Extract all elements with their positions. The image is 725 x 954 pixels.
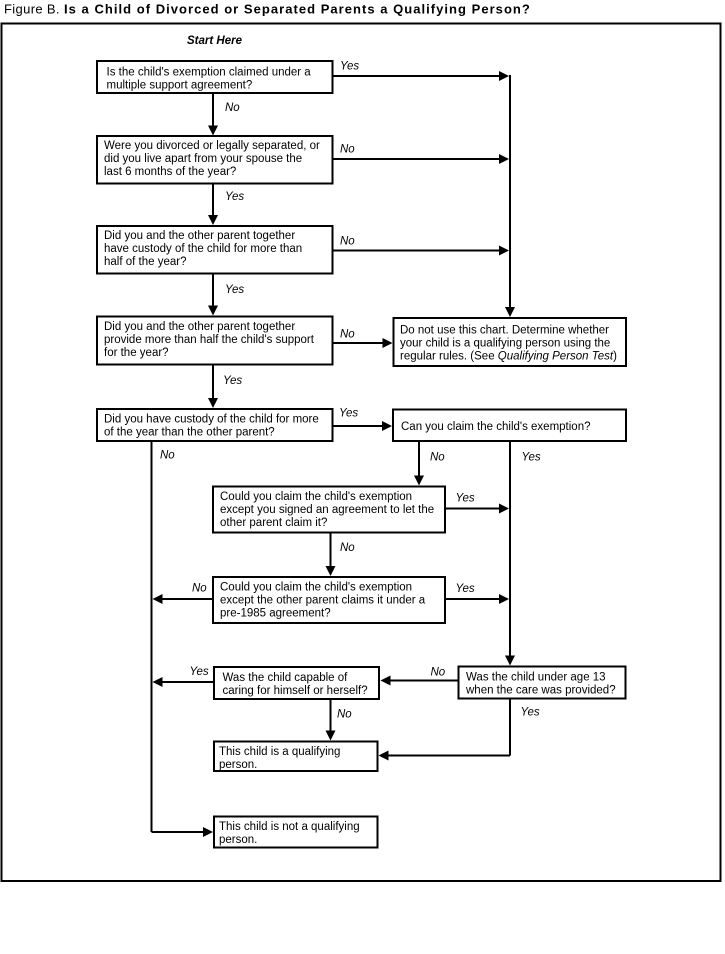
svg-text:No: No bbox=[192, 583, 207, 595]
svg-text:Yes: Yes bbox=[340, 61, 359, 73]
svg-text:No: No bbox=[340, 542, 355, 554]
svg-text:when the care was provided?: when the care was provided? bbox=[465, 685, 616, 697]
svg-text:Is a Child of Divorced or Sepa: Is a Child of Divorced or Separated Pare… bbox=[64, 2, 531, 17]
svg-text:Did you and the other parent t: Did you and the other parent together bbox=[104, 230, 295, 242]
svg-text:last 6 months of the year?: last 6 months of the year? bbox=[104, 166, 236, 178]
svg-text:Yes: Yes bbox=[339, 408, 358, 420]
svg-text:half of the year?: half of the year? bbox=[104, 256, 186, 268]
svg-text:regular rules. (See Qualifying: regular rules. (See Qualifying Person Te… bbox=[400, 351, 617, 363]
svg-text:multiple support agreement?: multiple support agreement? bbox=[107, 79, 253, 91]
svg-text:except the other parent claims: except the other parent claims it under … bbox=[220, 595, 426, 607]
svg-text:Yes: Yes bbox=[225, 284, 244, 296]
svg-text:your child is a qualifying per: your child is a qualifying person using … bbox=[400, 338, 610, 350]
svg-text:Yes: Yes bbox=[225, 191, 244, 203]
svg-text:caring for himself or herself?: caring for himself or herself? bbox=[223, 685, 368, 697]
svg-text:This child is a qualifying: This child is a qualifying bbox=[219, 746, 340, 758]
svg-text:Was the child capable of: Was the child capable of bbox=[223, 672, 349, 684]
svg-text:person.: person. bbox=[219, 834, 257, 846]
svg-text:Yes: Yes bbox=[521, 707, 540, 719]
svg-text:Is the child's exemption claim: Is the child's exemption claimed under a bbox=[107, 66, 312, 78]
svg-text:Can you claim the child's exem: Can you claim the child's exemption? bbox=[401, 421, 591, 433]
svg-text:No: No bbox=[340, 236, 355, 248]
svg-text:Did you have custody of the ch: Did you have custody of the child for mo… bbox=[104, 414, 319, 426]
svg-text:Yes: Yes bbox=[223, 375, 242, 387]
svg-text:Yes: Yes bbox=[456, 493, 475, 505]
svg-text:No: No bbox=[431, 667, 446, 679]
svg-text:Do not use this chart. Determi: Do not use this chart. Determine whether bbox=[400, 325, 609, 337]
svg-text:Figure B.: Figure B. bbox=[4, 2, 60, 17]
svg-text:Yes: Yes bbox=[522, 452, 541, 464]
svg-text:Could you claim the child's ex: Could you claim the child's exemption bbox=[220, 491, 412, 503]
svg-text:for the year?: for the year? bbox=[104, 347, 169, 359]
svg-text:This child is not a qualifying: This child is not a qualifying bbox=[219, 821, 360, 833]
svg-text:No: No bbox=[340, 329, 355, 341]
svg-text:except you signed an agreement: except you signed an agreement to let th… bbox=[220, 504, 434, 516]
svg-text:pre-1985 agreement?: pre-1985 agreement? bbox=[220, 608, 331, 620]
svg-text:No: No bbox=[337, 709, 352, 721]
svg-text:Did you and the other parent t: Did you and the other parent together bbox=[104, 321, 295, 333]
svg-text:No: No bbox=[160, 450, 175, 462]
svg-text:provide more than half the chi: provide more than half the child's suppo… bbox=[104, 334, 315, 346]
svg-text:No: No bbox=[430, 452, 445, 464]
svg-text:No: No bbox=[340, 144, 355, 156]
svg-text:Could you claim the child's ex: Could you claim the child's exemption bbox=[220, 582, 412, 594]
svg-text:of the year than the other par: of the year than the other parent? bbox=[104, 427, 275, 439]
svg-text:Yes: Yes bbox=[456, 583, 475, 595]
svg-text:Were you divorced or legally s: Were you divorced or legally separated, … bbox=[104, 140, 320, 152]
svg-text:other parent claim it?: other parent claim it? bbox=[220, 517, 327, 529]
svg-text:Was the child under age 13: Was the child under age 13 bbox=[466, 672, 606, 684]
svg-text:No: No bbox=[225, 102, 240, 114]
svg-text:Start Here: Start Here bbox=[187, 35, 243, 47]
svg-text:Yes: Yes bbox=[190, 666, 209, 678]
svg-text:have custody of the child for: have custody of the child for more than bbox=[104, 243, 302, 255]
svg-text:did you live apart from your s: did you live apart from your spouse the bbox=[104, 153, 302, 165]
svg-text:person.: person. bbox=[219, 759, 257, 771]
